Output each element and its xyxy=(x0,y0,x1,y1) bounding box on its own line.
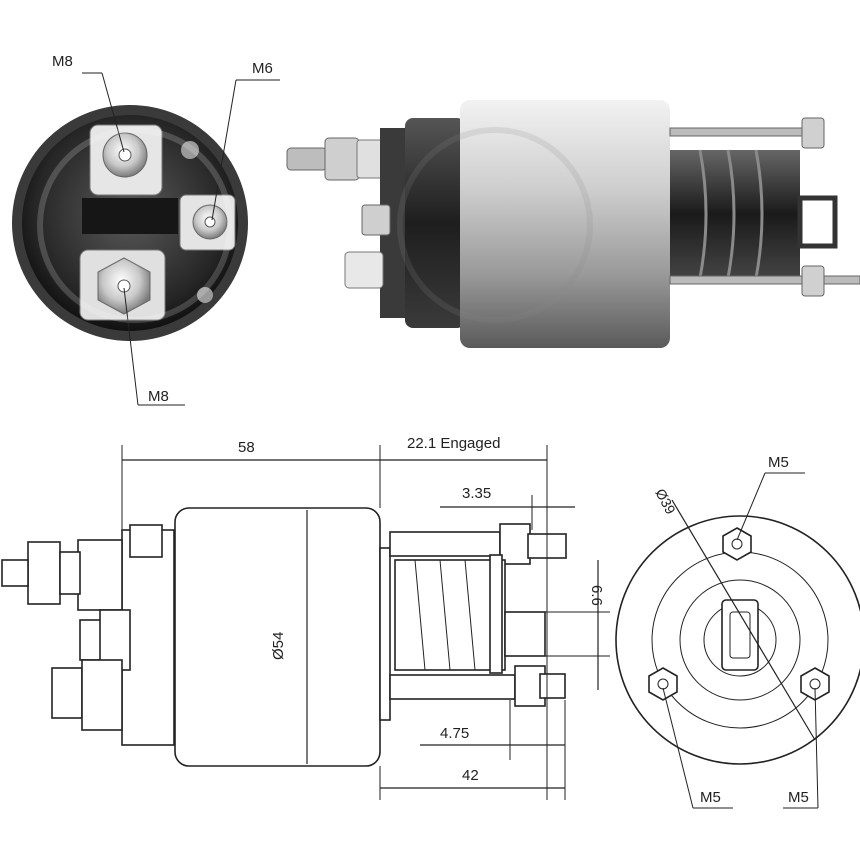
side-photo xyxy=(286,100,860,348)
spring-outline xyxy=(414,559,476,671)
label-left-m5: M5 xyxy=(700,789,721,806)
dim-engaged: 22.1 Engaged xyxy=(407,435,500,452)
dim-d54: Ø54 xyxy=(270,632,287,660)
solenoid-body xyxy=(460,100,670,348)
bottom-rod-outline xyxy=(389,674,516,700)
coil-outline xyxy=(394,559,506,671)
dim-42: 42 xyxy=(462,767,479,784)
top-nut-outline xyxy=(27,541,61,605)
leader-left-m5 xyxy=(662,687,694,809)
plunger-eye-outline xyxy=(504,611,546,657)
end-face-terminal-block xyxy=(82,198,178,234)
plunger-eye xyxy=(797,195,838,249)
end-plunger-slot xyxy=(721,599,759,671)
mounting-rod-top xyxy=(669,127,821,137)
leader-top-m5 xyxy=(736,472,766,541)
dim-4-75: 4.75 xyxy=(440,725,469,742)
dim-6-6: 6.6 xyxy=(588,585,605,606)
dim-58: 58 xyxy=(238,439,255,456)
leader-m8-top xyxy=(101,72,125,153)
label-right-m5: M5 xyxy=(788,789,809,806)
label-top-m5: M5 xyxy=(768,454,789,471)
side-view-drawing: 58 22.1 Engaged 3.35 6.6 Ø54 4.75 42 xyxy=(1,435,610,800)
leader-m6 xyxy=(211,79,237,221)
label-m6: M6 xyxy=(252,60,273,77)
label-m8-bottom: M8 xyxy=(148,388,169,405)
return-spring xyxy=(698,149,764,279)
leader-m8-bottom xyxy=(123,287,139,406)
left-m5-nut xyxy=(648,667,678,701)
dim-3-35: 3.35 xyxy=(462,485,491,502)
label-m8-top: M8 xyxy=(52,53,73,70)
rivet xyxy=(197,287,213,303)
lower-nut-outline xyxy=(51,667,83,719)
dim-line-d39 xyxy=(671,499,816,741)
dim-d39: Ø39 xyxy=(652,486,679,517)
leader-right-m5 xyxy=(814,687,819,809)
mounting-rod-bottom xyxy=(669,275,860,285)
end-view-drawing: Ø39 M5 M5 M5 xyxy=(615,454,860,809)
lower-terminal-nut xyxy=(344,251,384,289)
cap-ring xyxy=(405,118,465,328)
watermark-logo xyxy=(37,127,593,323)
top-terminal-thread xyxy=(286,147,328,171)
top-m5-nut xyxy=(722,527,752,561)
end-face-photo: M8 M6 M8 xyxy=(12,53,280,406)
rivet xyxy=(181,141,199,159)
top-rod-outline xyxy=(389,531,501,557)
